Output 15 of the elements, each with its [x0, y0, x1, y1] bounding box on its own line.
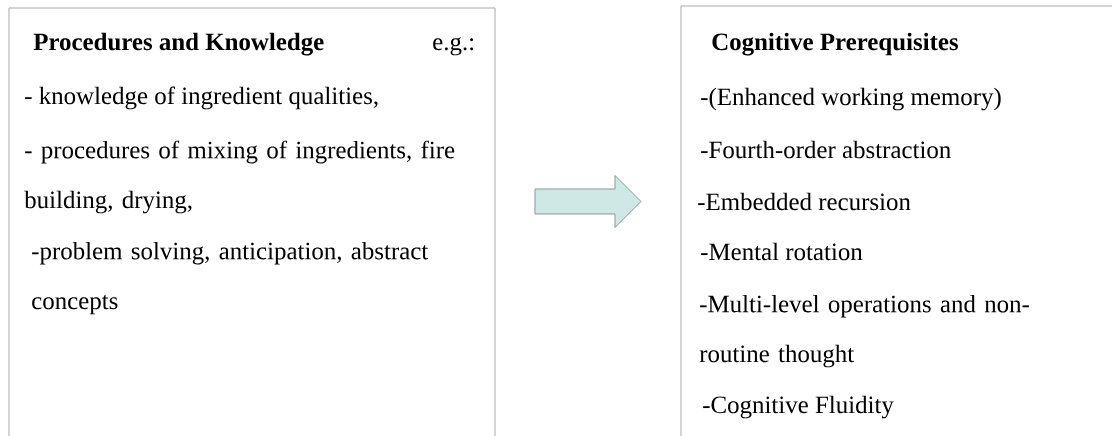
block-arrow: [534, 175, 642, 228]
heading: Procedures and Knowledge: [33, 32, 324, 56]
example-label: e.g.:: [433, 37, 474, 56]
list-item: -Mental rotation: [701, 242, 863, 261]
list-item: - knowledge of ingredient qualities,: [25, 86, 378, 110]
text-box: [680, 5, 1112, 436]
list-item: -Fourth-order abstraction: [701, 140, 951, 159]
text-box: [8, 7, 496, 436]
heading: Cognitive Prerequisites: [712, 32, 959, 56]
list-item: -(Enhanced working memory): [701, 87, 1001, 111]
list-item: -problem solving, anticipation, abstract concepts: [32, 241, 429, 315]
list-item: -Embedded recursion: [698, 192, 911, 211]
list-item: -Cognitive Fluidity: [703, 395, 894, 419]
list-item: - procedures of mixing of ingredients, fire building, drying,: [24, 140, 455, 214]
list-item: -Multi-level operations and non-routine thought: [699, 294, 1029, 368]
